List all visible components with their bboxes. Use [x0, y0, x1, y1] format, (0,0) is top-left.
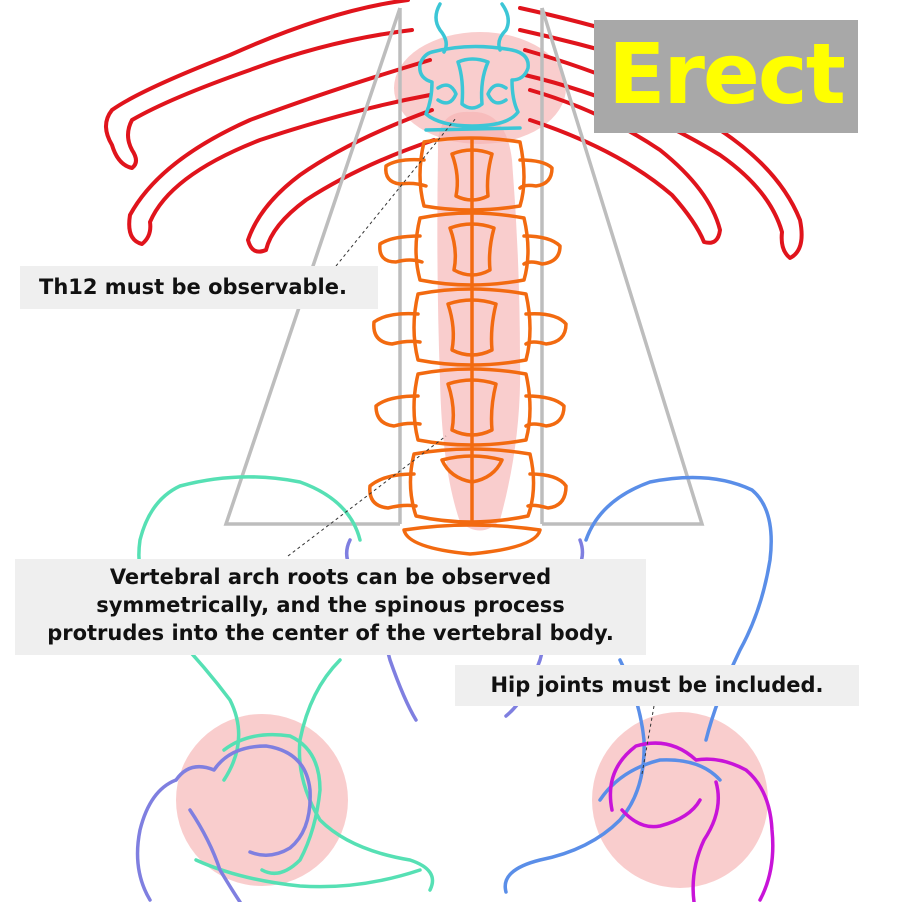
th12-vertebra: [418, 2, 530, 132]
l2-left-process: [378, 234, 424, 264]
l4-left-process: [374, 394, 422, 428]
l5-right-process: [526, 472, 568, 510]
right-ilium: [584, 475, 773, 742]
lumbar-spine-highlight: [437, 111, 521, 531]
right-acetabulum: [598, 758, 722, 802]
left-ilium-inner: [297, 658, 435, 892]
th12-leader: [335, 117, 457, 267]
th12-right-facet: [497, 2, 510, 52]
left-pubis: [194, 858, 422, 889]
l1-left-process: [384, 157, 428, 188]
th12-body: [418, 44, 530, 128]
vertebral-arch-annotation: Vertebral arch roots can be observed sym…: [15, 559, 646, 655]
l5-left-process: [368, 472, 418, 510]
th12-pedicle-right: [486, 83, 508, 105]
l4-right-process: [524, 394, 566, 428]
highlight-regions: [176, 32, 768, 888]
l4-spinous: [446, 378, 498, 437]
right-ilium-inner: [503, 658, 646, 894]
l2-body: [414, 211, 530, 287]
posture-badge-text: Erect: [608, 25, 846, 123]
th12-endplate: [424, 126, 522, 132]
l3-right-process: [524, 311, 568, 346]
left-femoral-head: [174, 744, 312, 857]
left-femur-trochanter: [188, 808, 242, 904]
l3-spinous: [446, 298, 498, 357]
l1-body: [418, 136, 526, 212]
vertebral-arch-annotation-line: symmetrically, and the spinous process: [96, 593, 565, 617]
right-femoral-head: [608, 741, 775, 902]
posture-badge: Erect: [594, 20, 858, 133]
sacrum-top: [402, 523, 542, 556]
leader-lines: [287, 117, 655, 775]
left-rib-upper: [104, 0, 414, 170]
l2-spinous: [448, 222, 496, 277]
l4-body: [412, 367, 532, 447]
left-hip-highlight: [176, 714, 348, 886]
th12-highlight: [394, 32, 566, 144]
right-femur-shaft: [691, 780, 720, 904]
th12-annotation: Th12 must be observable.: [20, 266, 378, 309]
th12-spinous: [456, 57, 490, 110]
hip-joints-annotation: Hip joints must be included.: [455, 665, 859, 706]
l3-left-process: [372, 311, 422, 346]
arch-leader: [287, 435, 447, 557]
lumbar-vertebrae: [368, 136, 568, 556]
th12-pedicle-left: [436, 83, 458, 105]
l1-spinous: [450, 148, 494, 202]
l3-body: [412, 287, 532, 367]
femurs: [135, 741, 775, 904]
left-rib-lowest: [246, 108, 436, 254]
left-acetabulum: [222, 732, 322, 876]
left-rib-lower: [127, 58, 432, 246]
right-hip-highlight: [592, 712, 768, 888]
th12-left-facet: [434, 2, 448, 54]
l1-right-process: [518, 158, 554, 190]
left-guide-triangle: [223, 7, 402, 526]
right-femur-neck: [620, 798, 702, 829]
left-femur-neck: [135, 778, 178, 902]
vertebral-arch-annotation-line: protrudes into the center of the vertebr…: [47, 621, 614, 645]
l2-right-process: [522, 234, 562, 266]
left-ilium: [137, 475, 362, 782]
vertebral-arch-annotation-line: Vertebral arch roots can be observed: [109, 565, 552, 589]
